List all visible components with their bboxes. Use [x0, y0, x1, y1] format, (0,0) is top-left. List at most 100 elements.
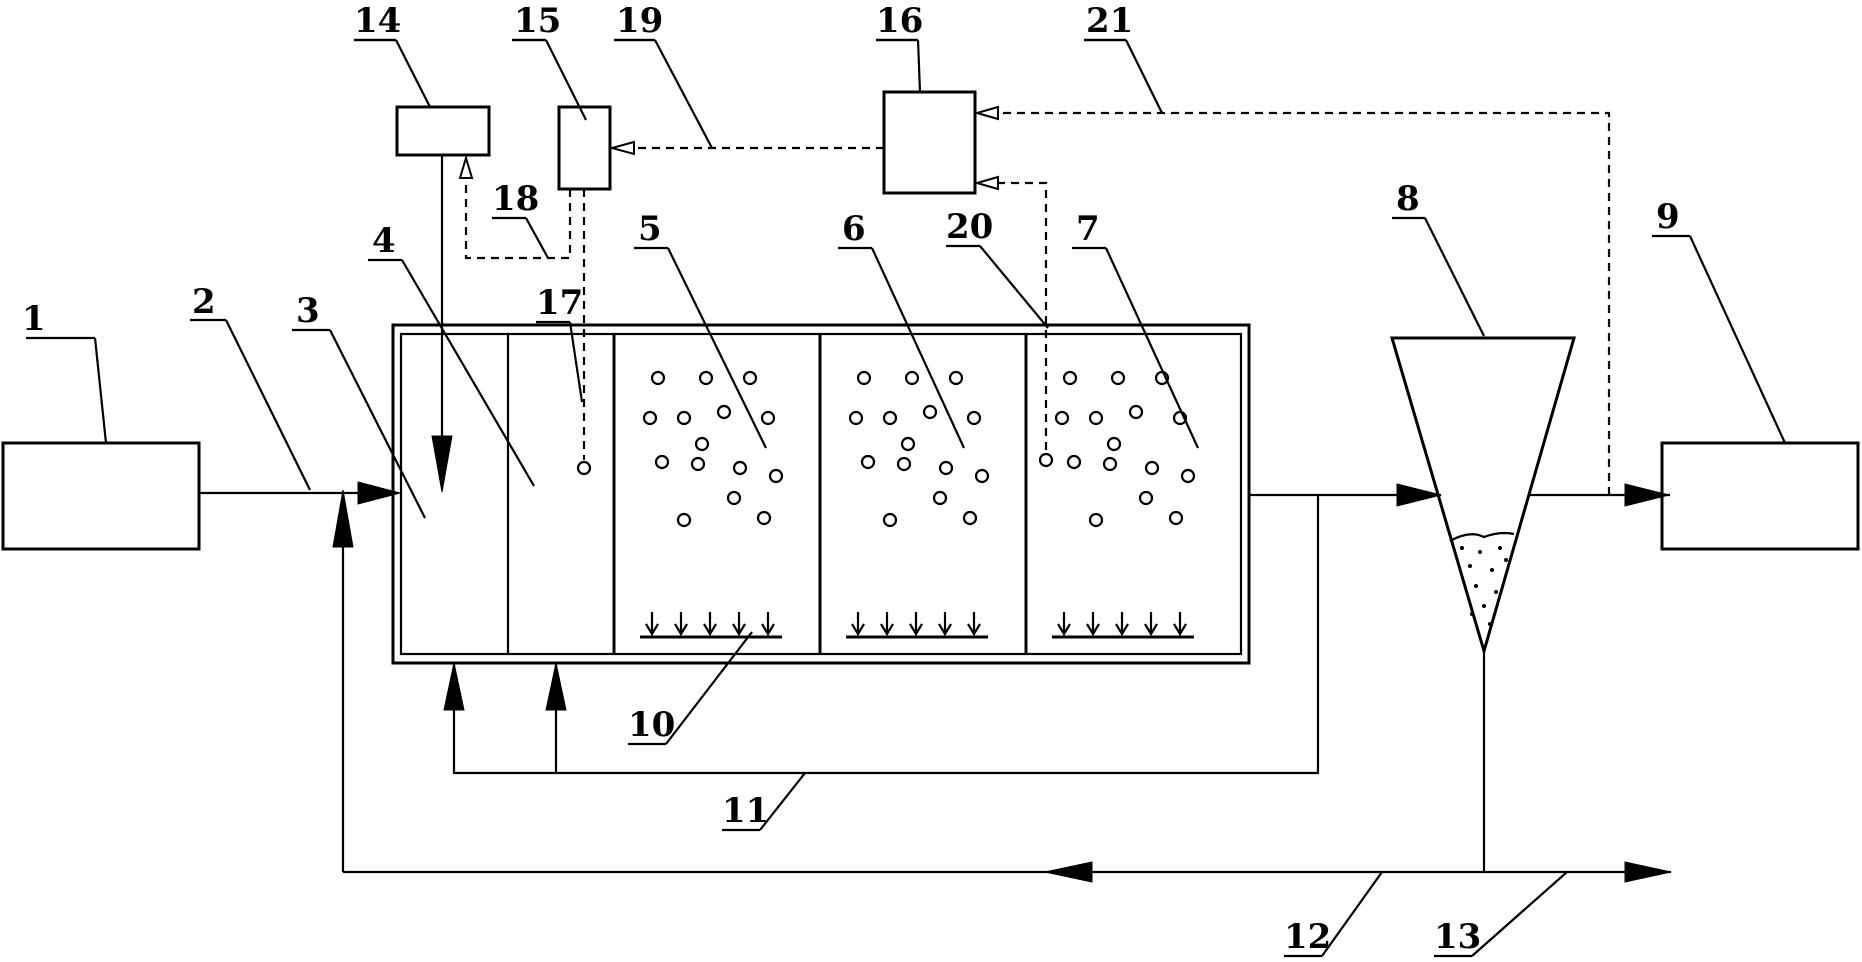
sludge-dot: [1494, 590, 1498, 594]
aeration-bubble: [966, 410, 982, 426]
aeration-bubble: [938, 460, 954, 476]
aeration-bubble: [904, 370, 920, 386]
aeration-bubble: [1088, 410, 1104, 426]
sludge-dot: [1478, 550, 1482, 554]
diffuser-arrow: [1173, 612, 1187, 637]
sludge-dot: [1468, 564, 1472, 568]
label-14: 14: [354, 1, 401, 41]
label-17: 17: [536, 283, 583, 323]
aeration-bubble: [1066, 454, 1082, 470]
label-2: 2: [192, 282, 216, 322]
aeration-bubble: [1102, 456, 1118, 472]
aeration-bubble: [726, 490, 742, 506]
sludge-dot: [1490, 568, 1494, 572]
leader-lines: [26, 38, 1786, 958]
probe-17: [576, 460, 592, 476]
aeration-bubble: [742, 370, 758, 386]
label-6: 6: [842, 209, 866, 249]
settler-effluent-arrow: [1624, 483, 1670, 507]
label-21: 21: [1086, 1, 1133, 41]
label-18: 18: [492, 179, 539, 219]
sludge-dot: [1504, 558, 1508, 562]
label-8: 8: [1396, 179, 1420, 219]
aeration-bubble: [732, 460, 748, 476]
aeration-bubble: [1138, 490, 1154, 506]
aeration-bubbles: [642, 370, 1196, 528]
aeration-bubble: [760, 410, 776, 426]
outlet-tank-box: [1660, 441, 1860, 551]
aeration-bubble: [1106, 436, 1122, 452]
diffuser-arrow: [1144, 612, 1158, 637]
signal-21: [986, 111, 1611, 495]
diffuser-arrow: [674, 612, 688, 637]
label-5: 5: [638, 209, 662, 249]
dosing-unit-box: [395, 105, 491, 157]
inlet-tank-box: [1, 441, 201, 551]
aeration-bubble: [1144, 460, 1160, 476]
aeration-bubble: [882, 410, 898, 426]
diffuser-arrow: [851, 612, 865, 637]
label-4: 4: [372, 221, 396, 261]
sludge-dot: [1460, 546, 1464, 550]
label-11: 11: [722, 791, 769, 831]
aeration-bubble: [856, 370, 872, 386]
label-20: 20: [946, 207, 993, 247]
aeration-bubble: [1110, 370, 1126, 386]
aeration-bubble: [948, 370, 964, 386]
aeration-bubble: [694, 436, 710, 452]
aeration-bubble: [698, 370, 714, 386]
label-10: 10: [628, 705, 675, 745]
sludge-dot: [1498, 546, 1502, 550]
aeration-bubble: [932, 490, 948, 506]
diffuser-arrow: [1057, 612, 1071, 637]
recycle-arrow-1: [443, 662, 465, 711]
effluent-arrow: [1396, 483, 1442, 507]
signal-21-arrow: [973, 105, 999, 121]
diffuser-arrow: [1115, 612, 1129, 637]
sludge-dot: [1474, 584, 1478, 588]
aeration-bubble: [1062, 370, 1078, 386]
sludge-dot: [1488, 622, 1492, 626]
aeration-bubble: [1180, 468, 1196, 484]
signal-19-arrow: [608, 140, 635, 156]
plc-controller-box: [882, 90, 977, 195]
diffuser-arrow: [703, 612, 717, 637]
dosing-arrow: [431, 435, 453, 493]
sludge-dot: [1470, 612, 1474, 616]
sludge-surface: [1449, 531, 1515, 542]
diffuser-arrow: [1086, 612, 1100, 637]
probe-20: [1038, 452, 1054, 468]
recycle-arrow-2: [545, 662, 567, 711]
aeration-bubble: [768, 468, 784, 484]
sludge-dots: [1460, 546, 1508, 626]
signal-18: [464, 162, 572, 260]
internal-recycle-pipe: [452, 495, 1320, 775]
aeration-bubble: [642, 410, 658, 426]
sludge-return-arrow: [1044, 861, 1093, 883]
diffuser-arrow: [645, 612, 659, 637]
diffuser-arrow: [938, 612, 952, 637]
aeration-bubble: [676, 512, 692, 528]
aeration-bubble: [882, 512, 898, 528]
diffuser-arrow: [761, 612, 775, 637]
signal-20-arrow: [973, 175, 999, 191]
sludge-return-up-arrow: [332, 489, 354, 548]
aeration-bubble: [1054, 410, 1070, 426]
aeration-bubble: [676, 410, 692, 426]
aeration-diffusers: [640, 612, 1194, 639]
aeration-bubble: [1168, 510, 1184, 526]
sludge-waste-arrow: [1624, 861, 1672, 883]
aeration-bubble: [962, 510, 978, 526]
label-7: 7: [1076, 209, 1100, 249]
aeration-bubble: [1088, 512, 1104, 528]
aeration-bubble: [922, 404, 938, 420]
aeration-bubble: [654, 454, 670, 470]
aeration-bubble: [860, 454, 876, 470]
signal-18-arrow: [458, 154, 474, 179]
diffuser-arrow: [967, 612, 981, 637]
signal-20: [986, 181, 1048, 450]
label-19: 19: [616, 1, 663, 41]
label-16: 16: [876, 1, 923, 41]
label-3: 3: [296, 291, 320, 331]
